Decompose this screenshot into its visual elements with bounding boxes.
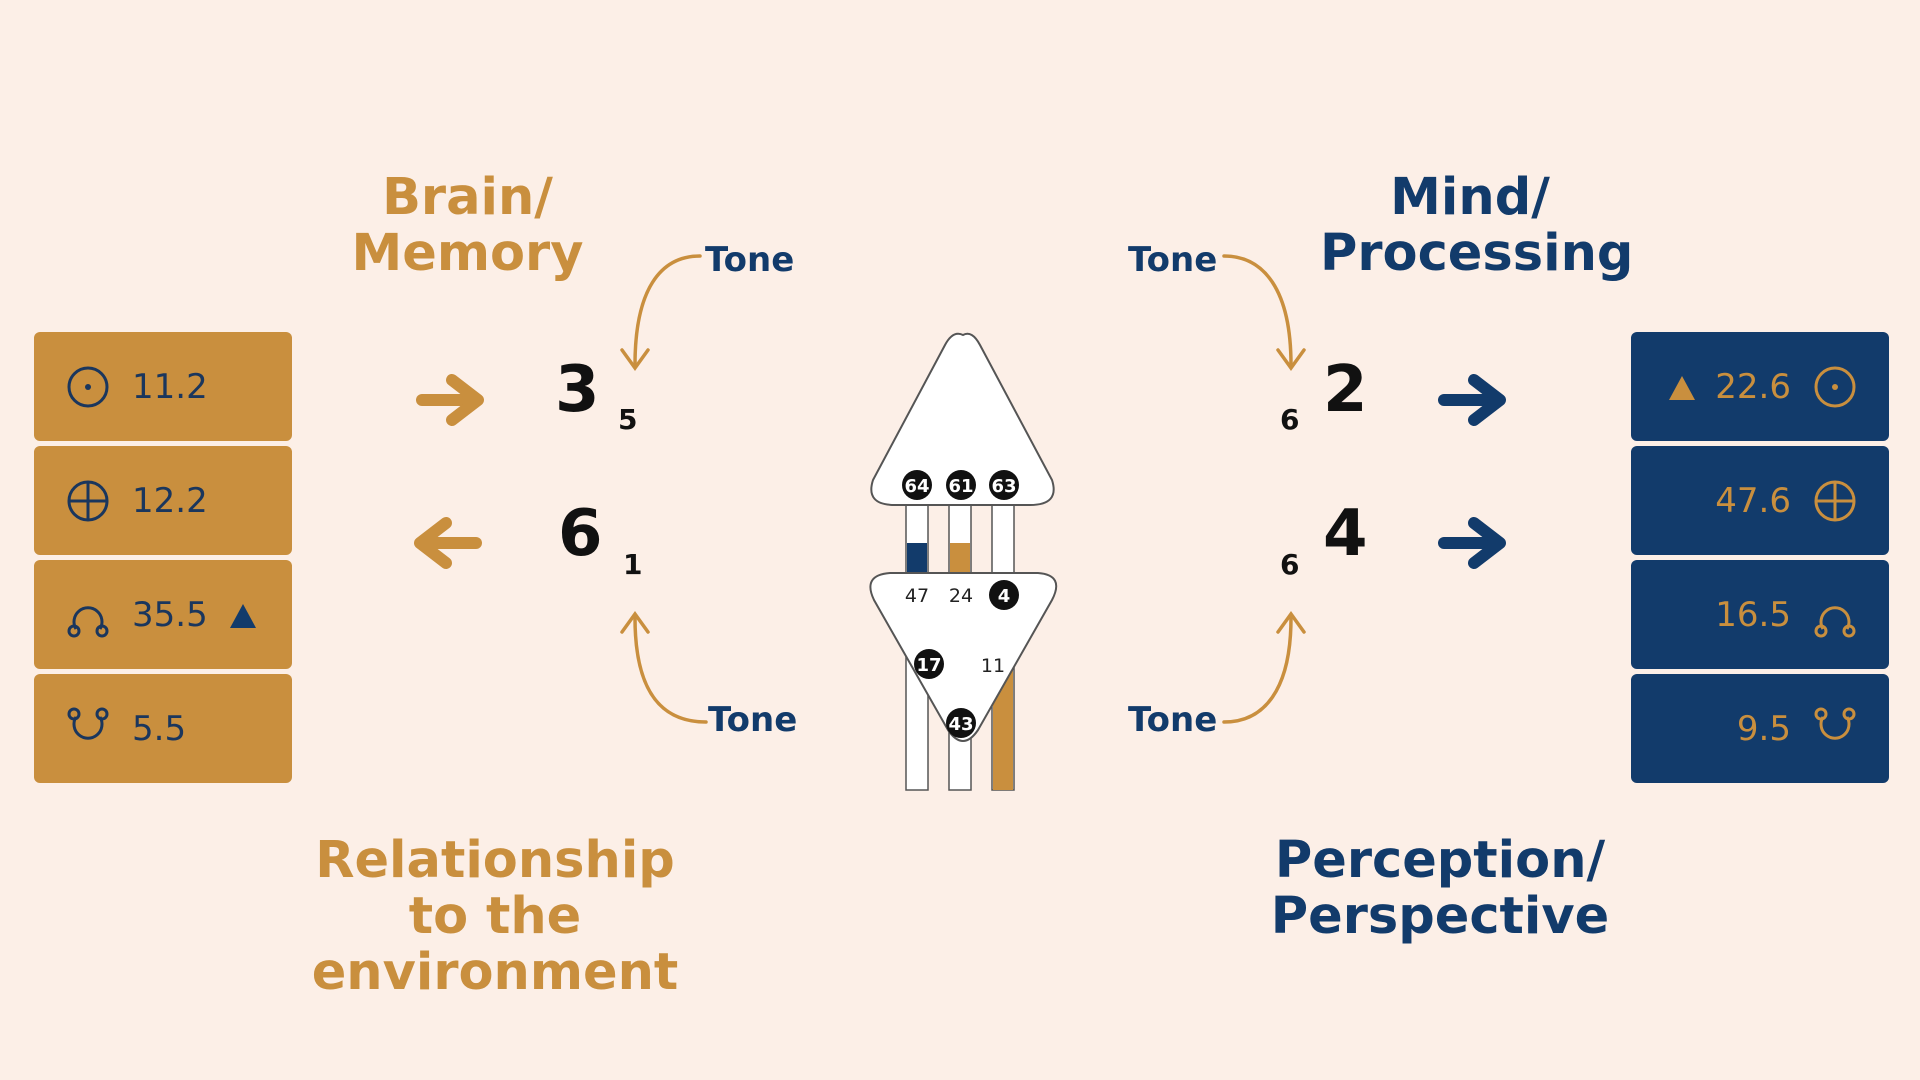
gate-circle: 64 <box>902 470 932 500</box>
left-top-line-number: 3 <box>555 353 600 427</box>
arrow-right-icon <box>1438 517 1506 569</box>
right-top-line-number: 2 <box>1323 353 1368 427</box>
gate-label: 61 <box>948 476 973 497</box>
curved-arrow-icon <box>620 611 708 724</box>
north-node-icon <box>64 591 112 639</box>
curved-arrow-icon <box>1222 254 1306 371</box>
gate-circle: 4 <box>989 580 1019 610</box>
right-values-panel: 22.6 47.6 16.5 9.5 <box>1631 332 1889 788</box>
gate-circle: 17 <box>914 649 944 679</box>
left-values-panel: 11.2 12.2 35.5 5.5 <box>34 332 292 788</box>
gate-label: 43 <box>948 714 973 735</box>
sun-icon <box>64 363 112 411</box>
gate-label: 47 <box>905 585 929 607</box>
south-node-icon <box>1811 705 1859 753</box>
gate-label: 17 <box>916 655 941 676</box>
right-bottom-color-number: 6 <box>1280 548 1300 581</box>
tone-label-top-right: Tone <box>1128 240 1218 280</box>
curved-arrow-icon <box>620 254 702 371</box>
arrow-right-icon <box>416 374 484 426</box>
bodygraph: 64 61 63 47 24 4 17 11 43 <box>869 332 1058 791</box>
mind-processing-heading: Mind/ Processing <box>1320 168 1634 283</box>
tone-label-bottom-left: Tone <box>708 700 798 740</box>
right-value-row: 47.6 <box>1631 446 1889 555</box>
left-value-row: 11.2 <box>34 332 292 441</box>
triangle-up-icon <box>1667 372 1697 402</box>
gate-label: 4 <box>998 586 1011 607</box>
left-bottom-color-number: 1 <box>623 548 643 581</box>
north-node-icon <box>1811 591 1859 639</box>
perception-perspective-heading: Perception/ Perspective <box>1270 831 1610 946</box>
gate-circle: 63 <box>989 470 1019 500</box>
earth-icon <box>64 477 112 525</box>
right-bottom-line-number: 4 <box>1323 497 1368 571</box>
left-bottom-line-number: 6 <box>558 497 603 571</box>
triangle-up-icon <box>228 600 258 630</box>
sun-icon <box>1811 363 1859 411</box>
gate-label: 63 <box>991 476 1016 497</box>
tone-label-top-left: Tone <box>705 240 795 280</box>
gate-label: 64 <box>904 476 929 497</box>
gate-circle: 43 <box>946 708 976 738</box>
south-node-icon <box>64 705 112 753</box>
right-value-row: 9.5 <box>1631 674 1889 783</box>
gate-circle: 61 <box>946 470 976 500</box>
gate-label: 11 <box>981 655 1005 677</box>
right-top-color-number: 6 <box>1280 403 1300 436</box>
arrow-right-icon <box>1438 374 1506 426</box>
arrow-left-icon <box>414 517 482 569</box>
brain-memory-heading: Brain/ Memory <box>351 168 584 283</box>
curved-arrow-icon <box>1222 611 1306 724</box>
earth-icon <box>1811 477 1859 525</box>
left-top-color-number: 5 <box>618 403 638 436</box>
right-value-row: 16.5 <box>1631 560 1889 669</box>
left-value-row: 5.5 <box>34 674 292 783</box>
left-value-row: 35.5 <box>34 560 292 669</box>
tone-label-bottom-right: Tone <box>1128 700 1218 740</box>
left-value-row: 12.2 <box>34 446 292 555</box>
relationship-environment-heading: Relationship to the environment <box>311 831 679 1002</box>
gate-label: 24 <box>949 585 973 607</box>
right-value-row: 22.6 <box>1631 332 1889 441</box>
